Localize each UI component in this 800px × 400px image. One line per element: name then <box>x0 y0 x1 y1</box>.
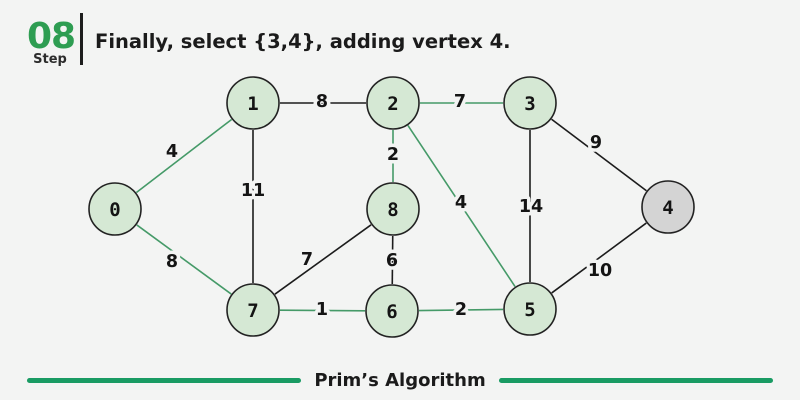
header-divider <box>80 13 83 65</box>
step-number: 08 <box>27 16 76 57</box>
footer-title: Prim’s Algorithm <box>314 369 486 391</box>
graph-node-label-2: 2 <box>387 93 398 115</box>
edge-weight-6-7: 1 <box>316 300 328 320</box>
graph-node-5 <box>503 282 557 336</box>
edge-weight-7-8: 7 <box>301 250 313 270</box>
graph-node-label-6: 6 <box>386 301 397 323</box>
edge-6-7 <box>279 309 366 312</box>
graph-node-0 <box>88 182 142 236</box>
graph-node-1 <box>226 76 280 130</box>
graph-node-label-4: 4 <box>662 197 673 219</box>
edge-weight-6-8: 6 <box>386 251 398 271</box>
edge-weight-0-7: 8 <box>166 252 178 272</box>
graph-node-3 <box>503 76 557 130</box>
graph-node-7 <box>226 283 280 337</box>
graph-node-4 <box>641 180 695 234</box>
graph-node-label-5: 5 <box>524 299 535 321</box>
edge-weight-3-4: 9 <box>590 133 602 153</box>
edge-weight-0-1: 4 <box>166 142 178 162</box>
step-label: Step <box>33 52 67 67</box>
edge-0-1 <box>135 118 233 194</box>
footer-right-bar <box>498 377 774 383</box>
edge-5-6 <box>418 308 504 312</box>
graph-node-label-3: 3 <box>524 93 535 115</box>
footer-left-bar <box>27 377 302 383</box>
edge-weight-2-8: 2 <box>387 145 399 165</box>
edge-weight-2-3: 7 <box>454 92 466 112</box>
edge-4-5 <box>551 222 647 294</box>
edge-weight-2-5: 4 <box>455 193 467 213</box>
edge-2-5 <box>407 125 516 287</box>
graph-node-6 <box>365 284 419 338</box>
edge-0-7 <box>136 224 232 295</box>
edge-weight-4-5: 10 <box>588 261 612 281</box>
edge-weight-3-5: 14 <box>519 197 543 217</box>
edge-7-8 <box>274 224 372 295</box>
graph-node-8 <box>366 182 420 236</box>
footer: Prim’s Algorithm <box>0 369 800 391</box>
graph-node-label-1: 1 <box>247 93 258 115</box>
edge-3-4 <box>551 118 647 192</box>
graph-node-label-0: 0 <box>109 199 120 221</box>
edge-weight-5-6: 2 <box>455 300 467 320</box>
edge-weight-1-7: 11 <box>241 181 265 201</box>
edge-weight-1-2: 8 <box>316 92 328 112</box>
step-description: Finally, select {3,4}, adding vertex 4. <box>95 30 511 53</box>
graph-node-label-7: 7 <box>247 300 258 322</box>
graph-node-2 <box>366 76 420 130</box>
graph-node-label-8: 8 <box>387 199 398 221</box>
